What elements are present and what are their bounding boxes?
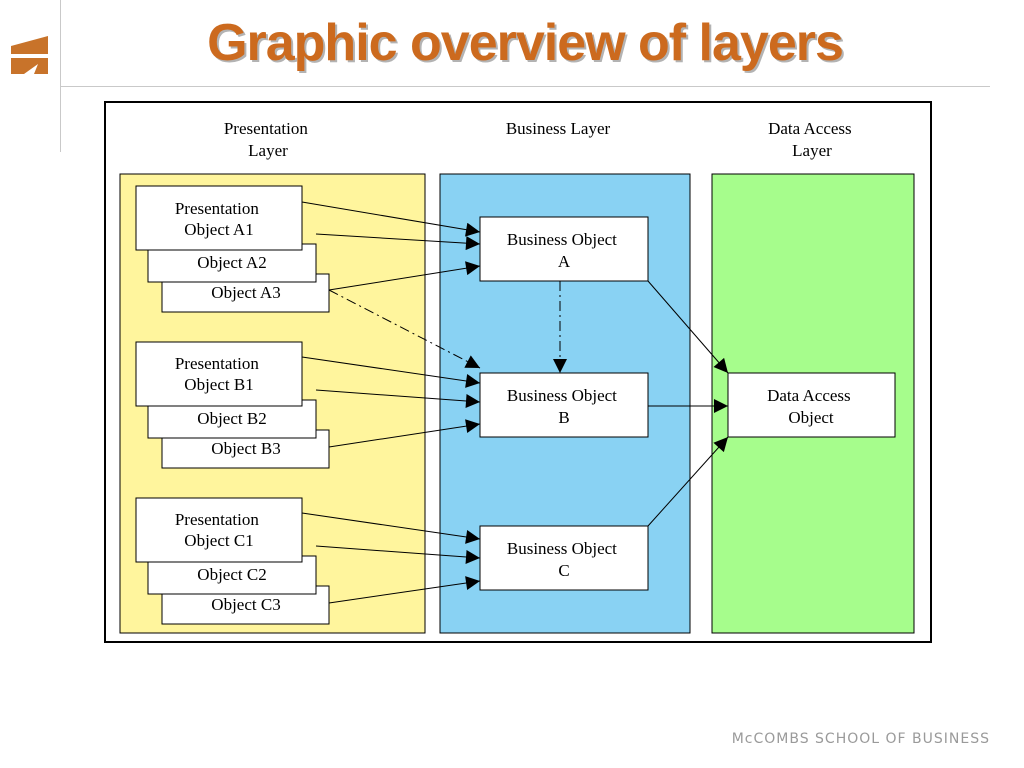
- business-object-c-label: Business Object C: [507, 539, 621, 580]
- object-a3-label: Object A3: [211, 283, 280, 302]
- presentation-group-b: Object B3 Object B2 Presentation Object …: [135, 341, 330, 469]
- business-object-b-label: Business Object B: [507, 386, 621, 427]
- object-c3-label: Object C3: [211, 595, 280, 614]
- header-horizontal-rule: [60, 86, 990, 87]
- business-object-b-box: [479, 372, 649, 438]
- data-access-layer-title: Data Access Layer: [768, 119, 856, 160]
- business-layer-title: Business Layer: [506, 119, 611, 138]
- header-vertical-rule: [60, 0, 61, 152]
- data-access-object-label: Data Access Object: [767, 386, 855, 427]
- connectors: [301, 201, 729, 604]
- business-object-c-box: [479, 525, 649, 591]
- presentation-group-a: Object A3 Object A2 Presentation Object …: [135, 185, 330, 313]
- arrow-business-a-to-data-access: [647, 280, 729, 374]
- business-object-a: Business Object A: [479, 216, 649, 282]
- business-object-a-label: Business Object A: [507, 230, 621, 271]
- arrow-a1-to-business-a: [301, 201, 481, 237]
- arrow-b3-to-business-b: [328, 419, 481, 448]
- mccombs-logo-icon: [11, 36, 48, 74]
- arrow-b2-to-business-b: [315, 389, 481, 408]
- arrow-c1-to-business-c: [301, 512, 481, 544]
- mccombs-footer: McCOMBS SCHOOL OF BUSINESS: [731, 731, 990, 747]
- arrow-c3-to-business-c: [328, 576, 481, 604]
- object-a2-label: Object A2: [197, 253, 266, 272]
- presentation-object-c1-box: [135, 497, 303, 563]
- object-b3-label: Object B3: [211, 439, 280, 458]
- object-c2-label: Object C2: [197, 565, 266, 584]
- presentation-object-a1-box: [135, 185, 303, 251]
- object-b2-label: Object B2: [197, 409, 266, 428]
- presentation-layer-title: Presentation Layer: [224, 119, 312, 160]
- business-object-a-box: [479, 216, 649, 282]
- arrow-c2-to-business-c: [315, 545, 481, 564]
- business-object-c: Business Object C: [479, 525, 649, 591]
- presentation-object-b1-label: Presentation Object B1: [175, 354, 263, 394]
- slide-title: Graphic overview of layers: [207, 14, 844, 72]
- arrow-business-c-to-data-access: [647, 436, 729, 527]
- arrow-a3-to-business-b-dashdot: [328, 289, 481, 369]
- presentation-object-a1-label: Presentation Object A1: [175, 199, 263, 239]
- arrow-a3-to-business-a: [328, 261, 481, 291]
- arrow-b1-to-business-b: [301, 356, 481, 388]
- data-access-object: Data Access Object: [727, 372, 896, 438]
- presentation-group-c: Object C3 Object C2 Presentation Object …: [135, 497, 330, 625]
- presentation-object-c1-label: Presentation Object C1: [175, 510, 263, 550]
- presentation-object-b1-box: [135, 341, 303, 407]
- data-access-object-box: [727, 372, 896, 438]
- business-object-b: Business Object B: [479, 372, 649, 438]
- arrow-a2-to-business-a: [315, 233, 481, 251]
